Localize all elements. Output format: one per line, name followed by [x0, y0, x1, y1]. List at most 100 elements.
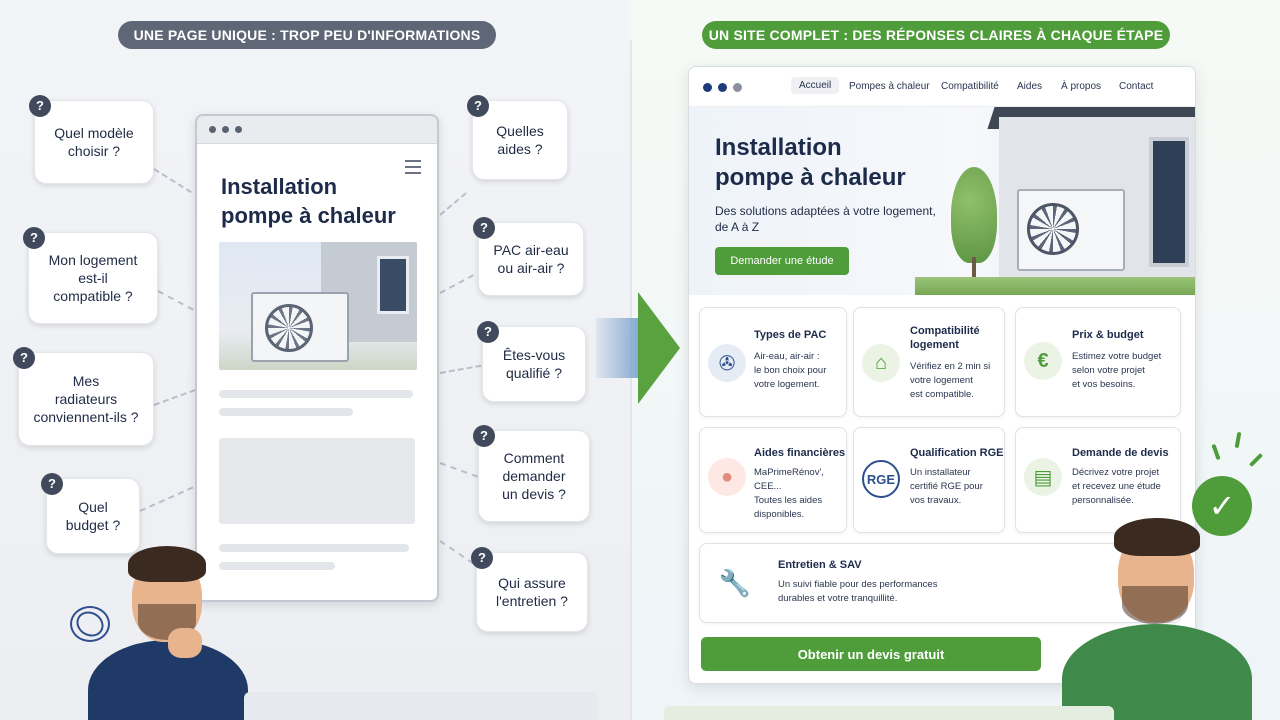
content-placeholder	[219, 438, 415, 524]
question-text: Mon logement	[48, 252, 138, 268]
question-text: conviennent-ils ?	[33, 409, 139, 425]
window-dot-icon	[209, 126, 216, 133]
question-text: qualifié ?	[505, 365, 563, 381]
transition-arrow	[596, 318, 642, 378]
question-text: Quel modèle	[54, 125, 134, 141]
question-mark-icon: ?	[23, 227, 45, 249]
question-text: PAC air-eau	[493, 242, 569, 258]
question-text: aides ?	[497, 141, 543, 157]
euro-icon: €	[1024, 342, 1062, 380]
window-dot-icon	[235, 126, 242, 133]
question-bubble: ? Mon logement est-il compatible ?	[23, 227, 158, 324]
question-text: est-il	[78, 270, 108, 286]
card-title: Types de PAC	[754, 329, 827, 341]
question-bubble: ? Quel modèle choisir ?	[29, 95, 154, 184]
single-page-mockup: Installation pompe à chaleur	[195, 114, 439, 602]
site-navbar: Accueil Pompes à chaleur Compatibilité A…	[689, 67, 1195, 107]
card-title: Entretien & SAV	[778, 559, 862, 571]
heat-pump-unit	[1017, 189, 1125, 271]
question-text: choisir ?	[67, 143, 121, 159]
card-aides[interactable]: ● Aides financières MaPrimeRénov', CEE..…	[699, 427, 847, 533]
card-entretien[interactable]: 🔧 Entretien & SAV Un suivi fiable pour d…	[699, 543, 1181, 623]
question-text: Comment	[503, 450, 565, 466]
hero-title: Installation pompe à chaleur	[715, 134, 906, 191]
question-mark-icon: ?	[13, 347, 35, 369]
wrench-icon: 🔧	[718, 567, 752, 598]
nav-aides[interactable]: Aides	[1017, 81, 1043, 92]
window-dot-icon	[222, 126, 229, 133]
question-bubble: ? Quelles aides ?	[467, 95, 568, 180]
question-text: Mes	[72, 373, 100, 389]
hamburger-menu-icon[interactable]	[405, 160, 421, 178]
fan-icon	[1027, 203, 1079, 255]
card-title: Demande de devis	[1072, 447, 1169, 459]
nav-compatibilite[interactable]: Compatibilité	[941, 81, 999, 92]
question-text: Êtes-vous	[502, 347, 566, 363]
question-bubble: ? Mes radiateurs conviennent-ils ?	[13, 347, 154, 446]
text-placeholder	[219, 544, 409, 552]
question-text: compatible ?	[53, 288, 133, 304]
card-types-pac[interactable]: ✇ Types de PAC Air-eau, air-air :le bon …	[699, 307, 847, 417]
house-icon: ⌂	[862, 344, 900, 382]
card-compatibilite[interactable]: ⌂ Compatibilité logement Vérifiez en 2 m…	[853, 307, 1005, 417]
question-text: demander	[502, 468, 566, 484]
window-dot-icon	[718, 83, 727, 92]
card-devis[interactable]: ▤ Demande de devis Décrivez votre projet…	[1015, 427, 1181, 533]
panel-divider	[630, 40, 632, 720]
question-mark-icon: ?	[467, 95, 489, 117]
clipboard-icon: ▤	[1024, 458, 1062, 496]
piggy-bank-icon: ●	[708, 458, 746, 496]
nav-pompes[interactable]: Pompes à chaleur	[849, 81, 930, 92]
fan-icon: ✇	[708, 344, 746, 382]
free-quote-button[interactable]: Obtenir un devis gratuit	[701, 637, 1041, 671]
nav-accueil[interactable]: Accueil	[791, 77, 840, 94]
nav-contact[interactable]: Contact	[1119, 81, 1154, 92]
bottom-caption-box	[244, 692, 598, 720]
bottom-caption-box	[664, 706, 1114, 720]
fan-icon	[265, 304, 313, 352]
hero-subtitle: Des solutions adaptées à votre logement,…	[715, 204, 936, 234]
question-bubble: ? Quel budget ?	[41, 473, 140, 554]
question-mark-icon: ?	[473, 217, 495, 239]
left-banner: UNE PAGE UNIQUE : TROP PEU D'INFORMATION…	[118, 21, 496, 49]
card-title: Aides financières	[754, 447, 846, 459]
tree-image	[951, 167, 997, 263]
hero-section: Installation pompe à chaleur Des solutio…	[689, 107, 1195, 295]
rge-badge-icon: RGE	[862, 460, 900, 498]
question-text: Quelles	[496, 123, 544, 139]
heat-pump-image	[219, 242, 417, 370]
question-text: ou air-air ?	[497, 260, 565, 276]
question-bubble: ? PAC air-eau ou air-air ?	[473, 217, 584, 296]
right-banner: UN SITE COMPLET : DES RÉPONSES CLAIRES À…	[702, 21, 1170, 49]
question-text: budget ?	[65, 517, 121, 533]
question-mark-icon: ?	[29, 95, 51, 117]
check-icon: ✓	[1192, 476, 1252, 536]
window-dot-icon	[733, 83, 742, 92]
arrow-head-icon	[638, 292, 680, 404]
page-title: Installation pompe à chaleur	[221, 174, 396, 228]
nav-a-propos[interactable]: À propos	[1061, 81, 1102, 92]
card-title: Compatibilité logement	[910, 325, 980, 351]
complete-site-mockup: Accueil Pompes à chaleur Compatibilité A…	[688, 66, 1196, 684]
request-study-button[interactable]: Demander une étude	[715, 247, 849, 275]
question-mark-icon: ?	[41, 473, 63, 495]
window-dot-icon	[703, 83, 712, 92]
question-text: Quel	[78, 499, 108, 515]
text-placeholder	[219, 408, 353, 416]
question-text: radiateurs	[54, 391, 118, 407]
card-title: Prix & budget	[1072, 329, 1144, 341]
browser-bar	[197, 116, 437, 144]
text-placeholder	[219, 390, 413, 398]
